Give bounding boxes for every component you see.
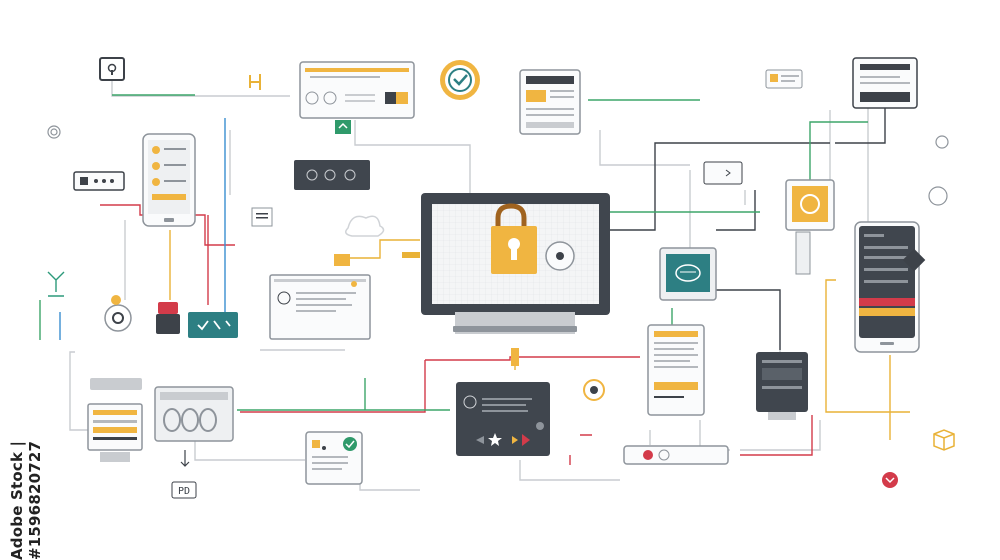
connector-line xyxy=(809,121,868,200)
connector-line xyxy=(425,356,640,361)
folder-icon xyxy=(334,254,350,266)
connector-line xyxy=(359,465,420,491)
connector-line xyxy=(111,80,290,97)
connector-line xyxy=(354,120,471,200)
checkmark-display-icon xyxy=(188,312,238,338)
terminal-screen-icon xyxy=(756,352,808,420)
connector-line xyxy=(599,130,690,166)
checklist-icon xyxy=(305,431,363,485)
connector-bracket-icon xyxy=(249,74,261,90)
fingerprint-icon xyxy=(545,241,575,271)
connector-line xyxy=(716,289,781,350)
connector-line xyxy=(519,460,620,481)
fingerprint-icon xyxy=(47,125,61,139)
download-arrow-icon xyxy=(180,450,190,467)
star-icon xyxy=(488,433,502,446)
connector-line xyxy=(240,360,426,413)
alarm-icon xyxy=(583,379,605,401)
shield-check-icon xyxy=(440,60,480,100)
video-player-icon xyxy=(456,382,550,456)
alert-button-icon xyxy=(156,302,180,334)
server-upload-icon xyxy=(335,120,351,134)
plug-connector-icon xyxy=(402,252,420,258)
dashboard-card xyxy=(519,69,581,135)
menu-icon xyxy=(251,207,273,227)
stock-watermark: Adobe Stock | #1596820727 xyxy=(8,440,44,560)
display-terminal-icon xyxy=(703,161,743,185)
search-bar xyxy=(623,445,729,465)
close-icon xyxy=(643,450,653,460)
connector-line xyxy=(345,239,420,259)
gear-icon xyxy=(104,295,132,332)
control-panel xyxy=(73,171,125,191)
server-icon xyxy=(154,386,234,442)
smartphone-icon xyxy=(854,221,926,353)
connector-line xyxy=(610,142,830,231)
connector-line xyxy=(740,415,813,456)
connector-line xyxy=(194,440,305,461)
chip-icon xyxy=(785,179,835,275)
pd-label: PD xyxy=(178,486,190,497)
teal-device-icon xyxy=(659,247,717,301)
connection-lines xyxy=(39,80,910,491)
connector-line xyxy=(569,434,592,465)
browser-window xyxy=(269,274,371,340)
gear-icon xyxy=(928,135,949,206)
document-stack-icon xyxy=(87,378,143,462)
server-rack xyxy=(852,57,918,109)
connector-line xyxy=(740,420,821,451)
smartphone-icon xyxy=(142,133,196,227)
network-node-icon xyxy=(47,271,65,297)
browser-window xyxy=(299,61,415,119)
lock-key-icon xyxy=(99,57,125,81)
tablet-icon xyxy=(647,324,705,416)
media-toolbar xyxy=(294,160,370,190)
connector-line xyxy=(716,190,756,231)
notification-card xyxy=(765,69,803,89)
heart-icon xyxy=(882,472,898,488)
cloud-icon xyxy=(345,215,385,237)
pd-label-box xyxy=(171,481,197,499)
connector-line xyxy=(825,279,910,413)
padlock-icon xyxy=(491,203,537,274)
connector-line xyxy=(69,351,90,431)
cube-icon xyxy=(933,429,955,451)
plug-connector-icon xyxy=(511,348,519,366)
